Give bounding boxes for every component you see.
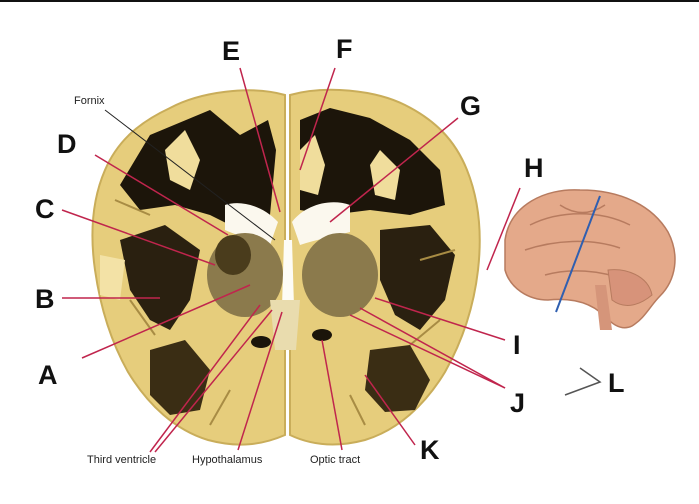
label-f: F [336,34,353,64]
label-c: C [35,194,55,224]
label-b: B [35,284,55,314]
label-hypothalamus: Hypothalamus [192,454,263,466]
label-h: H [524,153,544,183]
coronal-cut-line [555,195,601,313]
chevron-right-icon [564,367,602,396]
label-l: L [608,368,625,398]
label-e: E [222,36,241,66]
label-g: G [460,91,482,121]
label-fornix: Fornix [74,95,105,107]
label-third-ventricle: Third ventricle [87,454,157,466]
pointer-lines [61,67,521,453]
label-a: A [38,360,58,390]
label-j: J [510,388,526,418]
label-optic-tract: Optic tract [310,454,361,466]
top-border [0,0,699,2]
label-k: K [420,435,440,465]
coronal-brain-section [91,88,481,446]
label-d: D [57,129,77,159]
sagittal-brain-image [504,189,676,330]
label-i: I [513,330,521,360]
fornix-pointer [104,109,276,241]
